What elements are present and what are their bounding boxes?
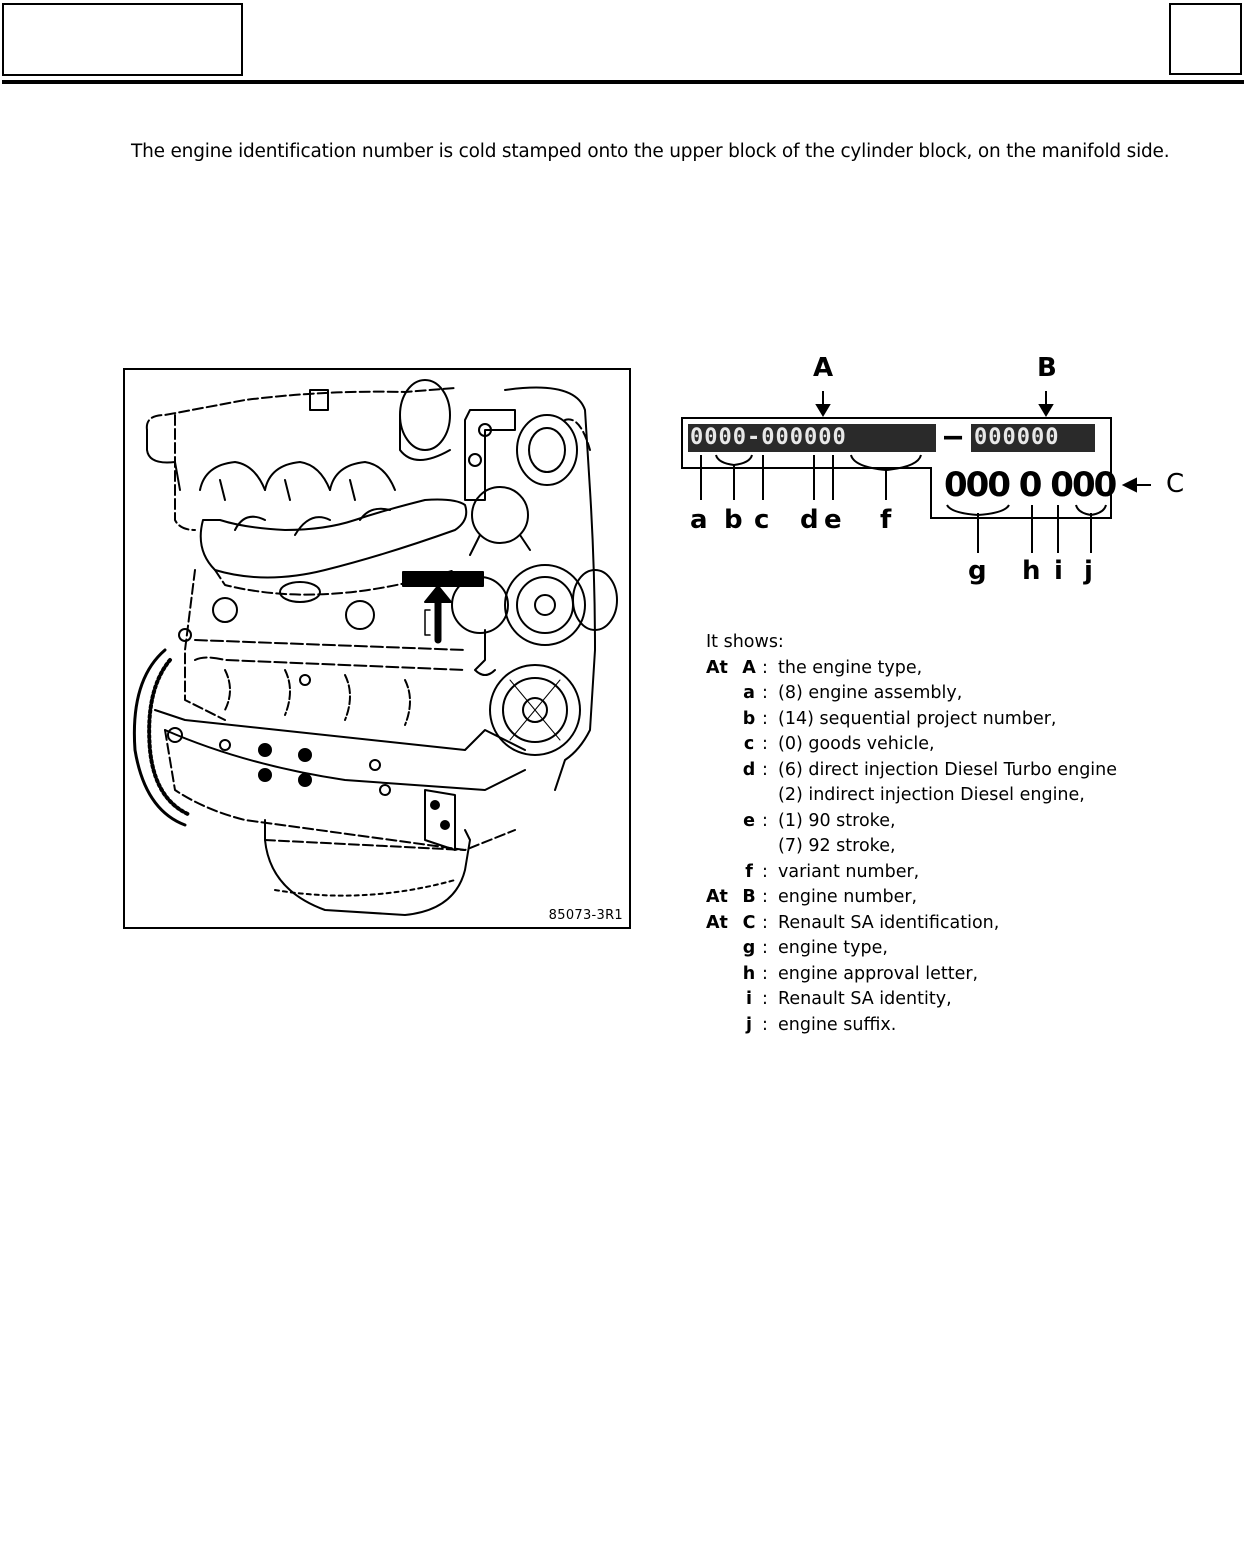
legend-key: e — [743, 810, 755, 831]
header-rule — [2, 80, 1244, 84]
legend-colon: : — [762, 963, 768, 984]
legend-row: f: variant number, — [706, 860, 1206, 886]
stamped-renault-id: 000 0 000 — [944, 465, 1117, 505]
legend-description: engine type, — [778, 938, 888, 958]
legend-description: engine number, — [778, 887, 918, 907]
legend-row: At C: Renault SA identification, — [706, 911, 1206, 937]
legend-description: (6) direct injection Diesel Turbo engine — [778, 759, 1118, 780]
sub-label-j: j — [1084, 556, 1093, 586]
header-title-box — [2, 3, 243, 76]
legend-row: g: engine type, — [706, 936, 1206, 962]
legend-row: j: engine suffix. — [706, 1013, 1206, 1039]
legend-row: b: (14) sequential project number, — [706, 707, 1206, 733]
legend-description: engine suffix. — [778, 1014, 897, 1035]
legend-row: (7) 92 stroke, — [706, 834, 1206, 860]
sub-label-a: a — [690, 505, 708, 535]
legend-key: b — [742, 708, 756, 729]
legend-key: a — [743, 683, 755, 703]
legend-key: i — [746, 989, 752, 1009]
legend-row: e: (1) 90 stroke, — [706, 809, 1206, 835]
sub-label-e: e — [824, 505, 842, 535]
intro-paragraph: The engine identification number is cold… — [131, 140, 1170, 162]
sub-label-b: b — [724, 505, 743, 535]
sub-label-f: f — [880, 505, 892, 535]
legend-colon: : — [762, 887, 768, 907]
legend-prefix: At — [706, 912, 728, 933]
sub-label-i: i — [1054, 556, 1063, 586]
legend-row: h: engine approval letter, — [706, 962, 1206, 988]
legend-row: At B: engine number, — [706, 885, 1206, 911]
stamped-engine-type: 0000-000000 — [690, 425, 847, 450]
sub-label-g: g — [968, 556, 987, 586]
engine-figure: 85073-3R1 — [123, 368, 631, 929]
legend-description: (8) engine assembly, — [778, 683, 963, 703]
legend-key: d — [742, 759, 756, 780]
legend-description: variant number, — [778, 861, 920, 882]
legend-colon: : — [762, 810, 768, 831]
legend-description: (14) sequential project number, — [778, 708, 1057, 729]
legend-key: f — [745, 861, 753, 882]
legend-colon: : — [762, 1014, 768, 1035]
legend-intro-text: It shows: — [706, 632, 784, 652]
legend-description: (1) 90 stroke, — [778, 810, 896, 831]
legend-key: g — [742, 938, 756, 958]
legend-colon: : — [762, 683, 768, 703]
legend-row: i: Renault SA identity, — [706, 987, 1206, 1013]
legend-description: engine approval letter, — [778, 963, 979, 984]
legend-description: the engine type, — [778, 657, 923, 678]
legend-key: B — [742, 887, 756, 907]
legend-row: At A: the engine type, — [706, 656, 1206, 682]
sub-label-d: d — [800, 505, 819, 535]
legend-description: Renault SA identity, — [778, 989, 952, 1009]
legend-key: j — [746, 1014, 752, 1035]
legend-description: (2) indirect injection Diesel engine, — [778, 785, 1085, 805]
id-legend: It shows: At A: the engine type, a: (8) engi… — [706, 630, 1206, 1038]
legend-colon: : — [762, 938, 768, 958]
engine-drawing-icon — [132, 379, 618, 916]
legend-colon: : — [762, 708, 768, 729]
header-page-number-box — [1169, 3, 1242, 75]
legend-row: d: (6) direct injection Diesel Turbo engi… — [706, 758, 1206, 784]
legend-description: Renault SA identification, — [778, 912, 1000, 933]
pointer-label-a: A — [813, 353, 834, 383]
legend-key: c — [743, 734, 755, 754]
legend-row: a: (8) engine assembly, — [706, 681, 1206, 707]
legend-prefix: At — [706, 887, 728, 907]
legend-colon: : — [762, 989, 768, 1009]
id-plate-outline-icon — [681, 391, 1151, 553]
legend-description: (0) goods vehicle, — [778, 734, 935, 754]
legend-colon: : — [762, 657, 768, 678]
stamped-engine-number: 000000 — [974, 425, 1060, 450]
legend-colon: : — [762, 734, 768, 754]
legend-colon: : — [762, 912, 768, 933]
sub-label-c: c — [754, 505, 770, 535]
legend-prefix: At — [706, 657, 728, 678]
legend-intro: It shows: — [706, 630, 1206, 656]
legend-row: c: (0) goods vehicle, — [706, 732, 1206, 758]
legend-colon: : — [762, 759, 768, 780]
legend-key: A — [742, 657, 756, 678]
legend-row: (2) indirect injection Diesel engine, — [706, 783, 1206, 809]
sub-label-h: h — [1022, 556, 1041, 586]
engine-id-diagram: A B C 0000-000000 – 000000 000 0 000 a b… — [676, 355, 1206, 595]
pointer-label-c: C — [1166, 469, 1185, 499]
legend-description: (7) 92 stroke, — [778, 836, 896, 856]
legend-key: h — [742, 963, 756, 984]
stamp-separator: – — [944, 419, 963, 454]
legend-colon: : — [762, 861, 768, 882]
legend-key: C — [742, 912, 756, 933]
pointer-label-b: B — [1037, 353, 1057, 383]
figure-reference: 85073-3R1 — [548, 908, 623, 923]
